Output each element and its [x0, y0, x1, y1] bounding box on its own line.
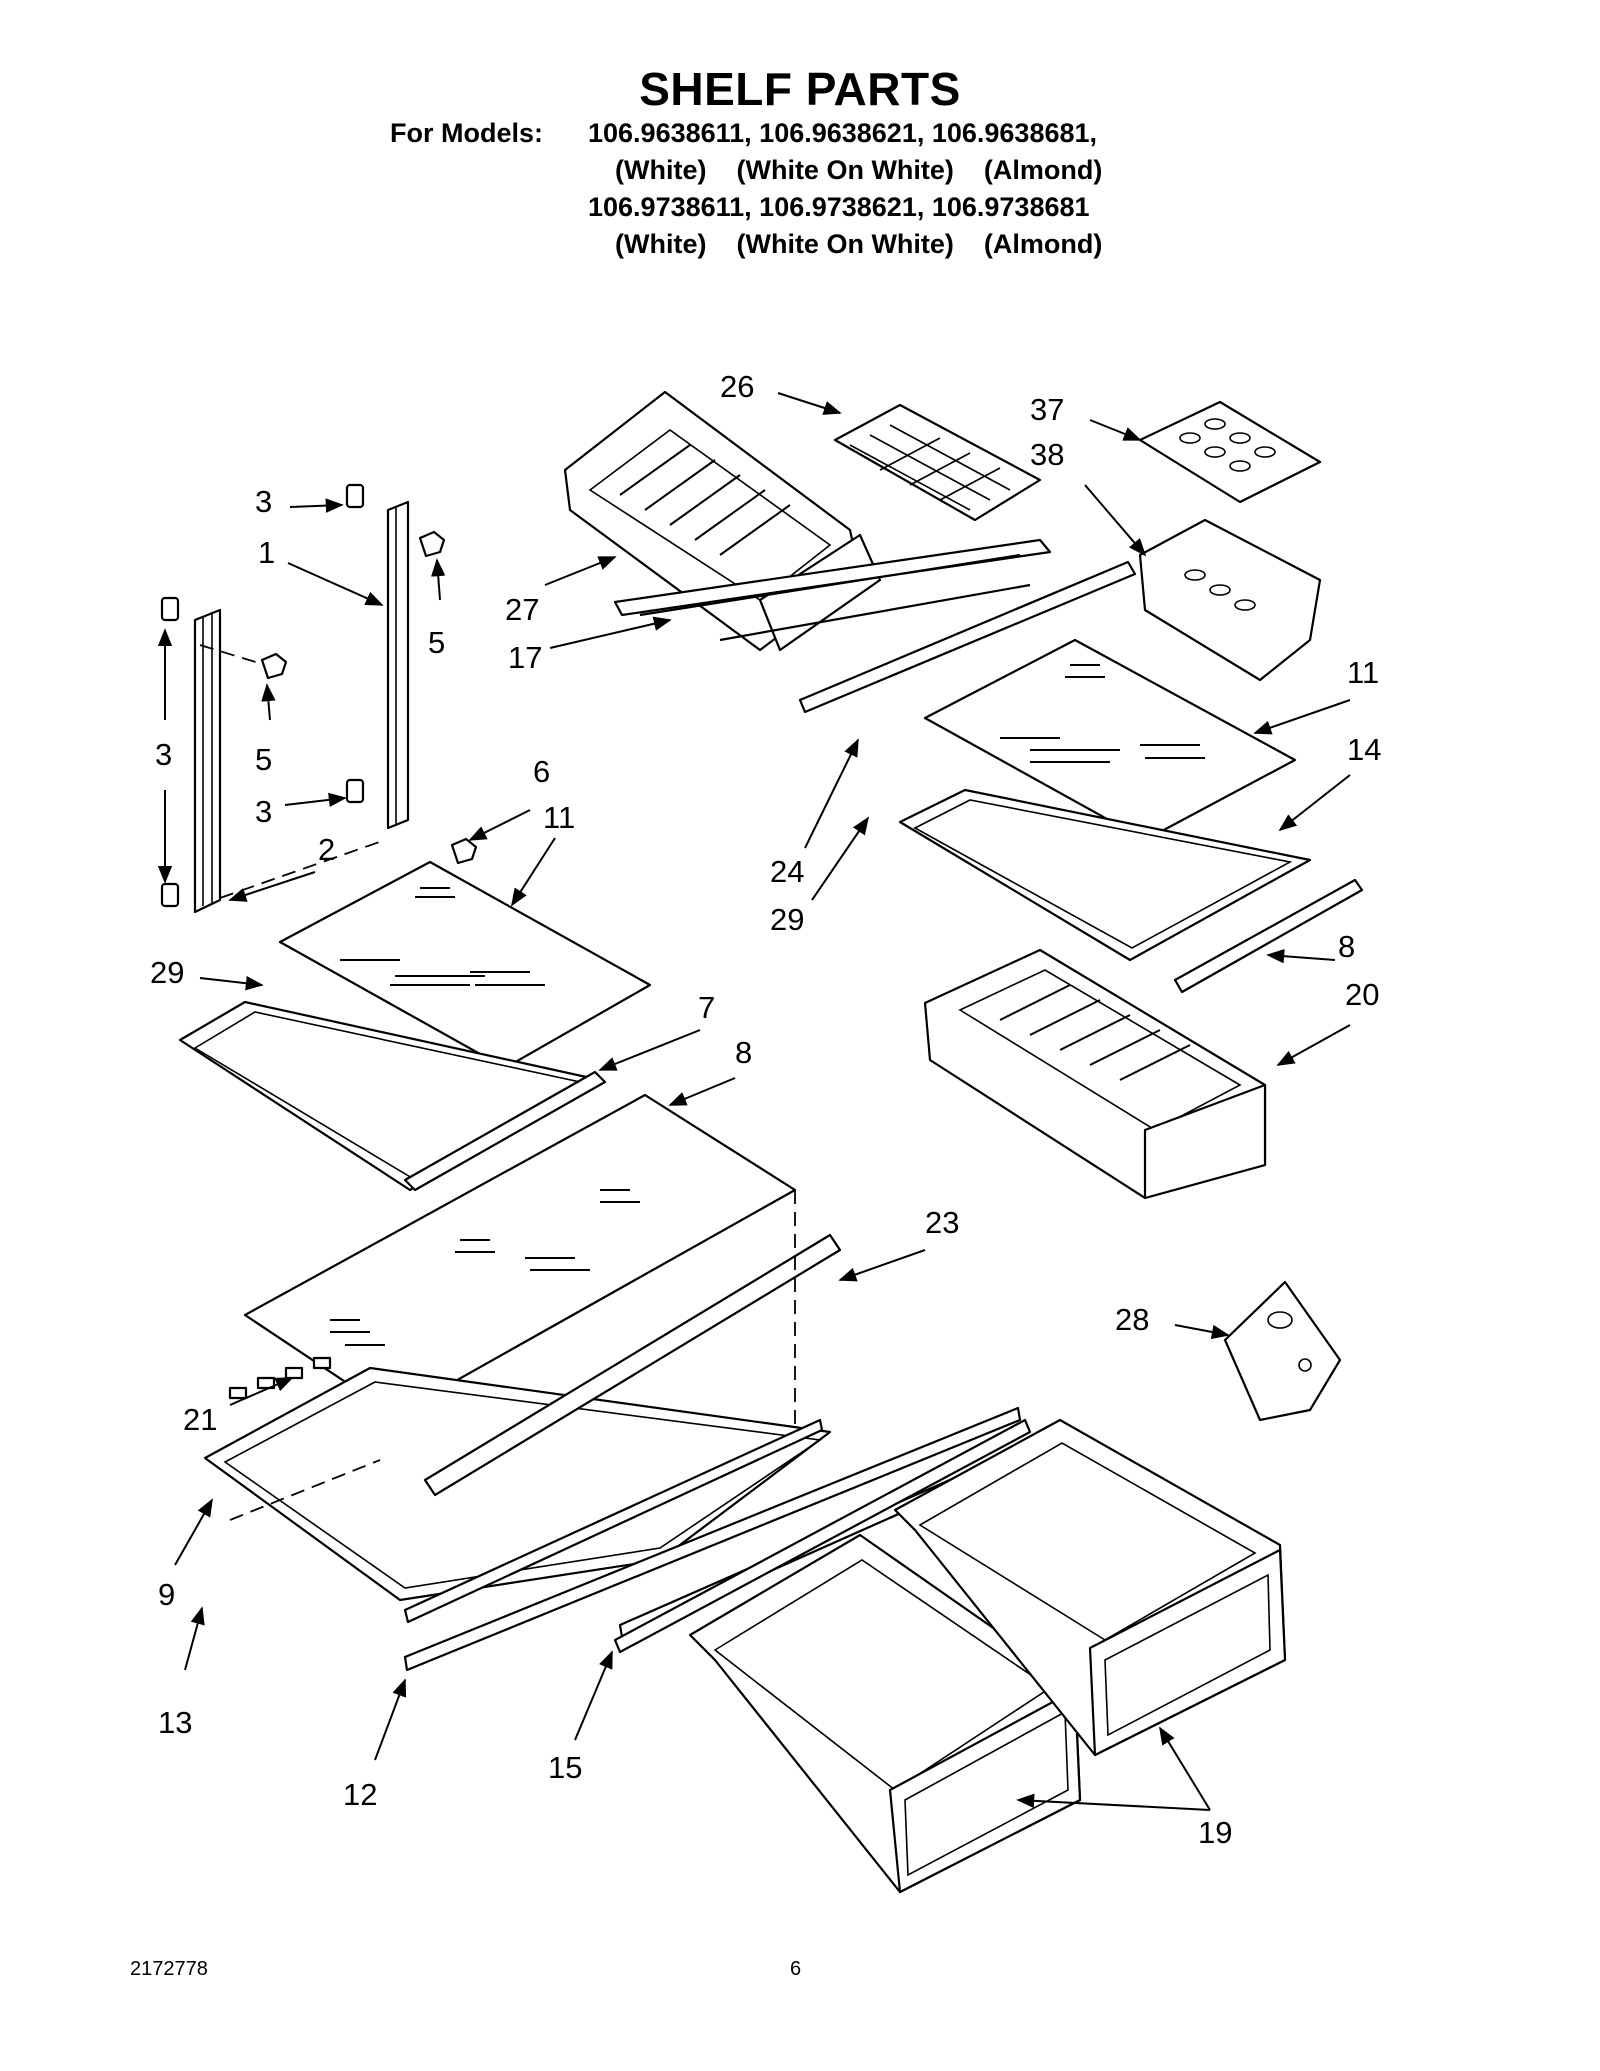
callout-7: 7 — [698, 990, 715, 1025]
ice-cube-tray — [833, 403, 1042, 522]
callout-12: 12 — [343, 1777, 377, 1812]
shelf-rail-left — [193, 608, 222, 914]
callout-37: 37 — [1030, 392, 1064, 427]
crisper-drawer-right — [893, 1418, 1287, 1757]
callout-24: 24 — [770, 854, 804, 889]
callout-9: 9 — [158, 1577, 175, 1612]
shelf-frame-upper-right — [898, 788, 1364, 994]
rail-screws — [199, 530, 478, 899]
callout-23: 23 — [925, 1205, 959, 1240]
callout-15: 15 — [548, 1750, 582, 1785]
callout-5-left: 5 — [255, 742, 272, 777]
callout-5-right: 5 — [428, 625, 445, 660]
shelf-frame-middle — [203, 1190, 842, 1624]
callout-20: 20 — [1345, 977, 1379, 1012]
model-finishes-row-2: (White) (White On White) (Almond) — [615, 229, 1103, 259]
callout-8-left: 8 — [735, 1035, 752, 1070]
callout-21: 21 — [183, 1402, 217, 1437]
shelf-rail-right — [386, 500, 410, 830]
crisper-pan-upper — [563, 390, 882, 652]
callout-3-left: 3 — [155, 737, 172, 772]
callout-13: 13 — [158, 1705, 192, 1740]
callout-11-right: 11 — [1347, 655, 1379, 690]
glass-shelf-upper-right — [923, 638, 1297, 842]
egg-tray — [1138, 400, 1322, 504]
model-finishes-row-1: (White) (White On White) (Almond) — [615, 155, 1103, 185]
models-label: For Models: — [390, 118, 543, 148]
callout-19: 19 — [1198, 1815, 1232, 1850]
egg-holder — [1138, 518, 1322, 682]
callout-29-left: 29 — [150, 955, 184, 990]
shelf-guides-upper — [613, 538, 1137, 714]
callout-3-bottom: 3 — [255, 794, 272, 829]
callout-6: 6 — [533, 754, 550, 789]
shelf-frame-upper-left — [178, 1000, 607, 1192]
model-numbers-row-2: 106.9738611, 106.9738621, 106.9738681 — [588, 192, 1090, 222]
crisper-rail — [613, 1418, 1032, 1654]
callout-27: 27 — [505, 592, 539, 627]
crisper-drawer-left — [688, 1533, 1082, 1894]
callout-11-left: 11 — [543, 800, 575, 835]
bracket — [1223, 1280, 1342, 1422]
callout-29-right: 29 — [770, 902, 804, 937]
callout-numbers: 26 37 38 3 1 5 27 17 3 5 3 6 11 2 29 11 … — [150, 369, 1381, 1850]
page-title: SHELF PARTS — [639, 63, 961, 115]
deli-drawer — [923, 948, 1267, 1200]
callout-3-top: 3 — [255, 484, 272, 519]
callout-38: 38 — [1030, 437, 1064, 472]
model-numbers-row-1: 106.9638611, 106.9638621, 106.9638681, — [588, 118, 1098, 148]
callout-leader-lines — [157, 392, 1351, 1811]
callout-2: 2 — [318, 832, 335, 867]
callout-14: 14 — [1347, 732, 1381, 767]
callout-8-right: 8 — [1338, 929, 1355, 964]
document-number: 2172778 — [130, 1958, 208, 1980]
rail-end-caps — [160, 483, 365, 908]
callout-17: 17 — [508, 640, 542, 675]
callout-1: 1 — [258, 535, 275, 570]
callout-28: 28 — [1115, 1302, 1149, 1337]
glass-shelf-upper-left — [278, 860, 652, 1070]
callout-26: 26 — [720, 369, 754, 404]
page-number: 6 — [790, 1958, 802, 1980]
